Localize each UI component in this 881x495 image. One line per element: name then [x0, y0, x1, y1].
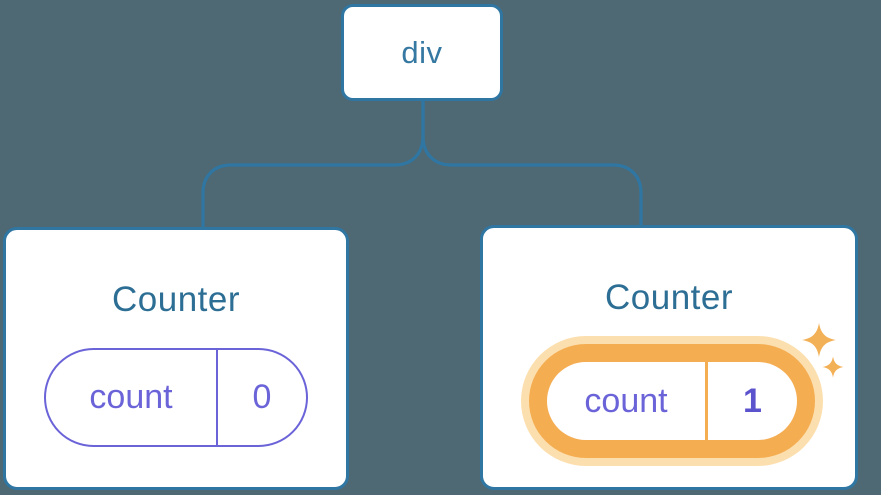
- connector-branch-left: [201, 99, 425, 229]
- state-pill: count 1: [547, 362, 797, 440]
- state-value: 1: [743, 381, 762, 420]
- counter-component-right: Counter count 1: [480, 225, 858, 490]
- counter-component-left: Counter count 0: [3, 227, 349, 490]
- state-value: 0: [252, 378, 272, 416]
- root-node-label: div: [401, 34, 443, 70]
- state-key-label: count: [46, 350, 218, 445]
- state-key-label: count: [547, 362, 708, 440]
- state-pill-highlight-ring: count 1: [529, 344, 815, 458]
- component-title: Counter: [111, 280, 241, 319]
- connector-branch-right: [421, 99, 643, 227]
- component-title: Counter: [604, 278, 734, 317]
- root-node-div: div: [341, 4, 503, 101]
- state-pill-highlight-halo: count 1: [521, 336, 823, 466]
- state-pill: count 0: [44, 348, 308, 447]
